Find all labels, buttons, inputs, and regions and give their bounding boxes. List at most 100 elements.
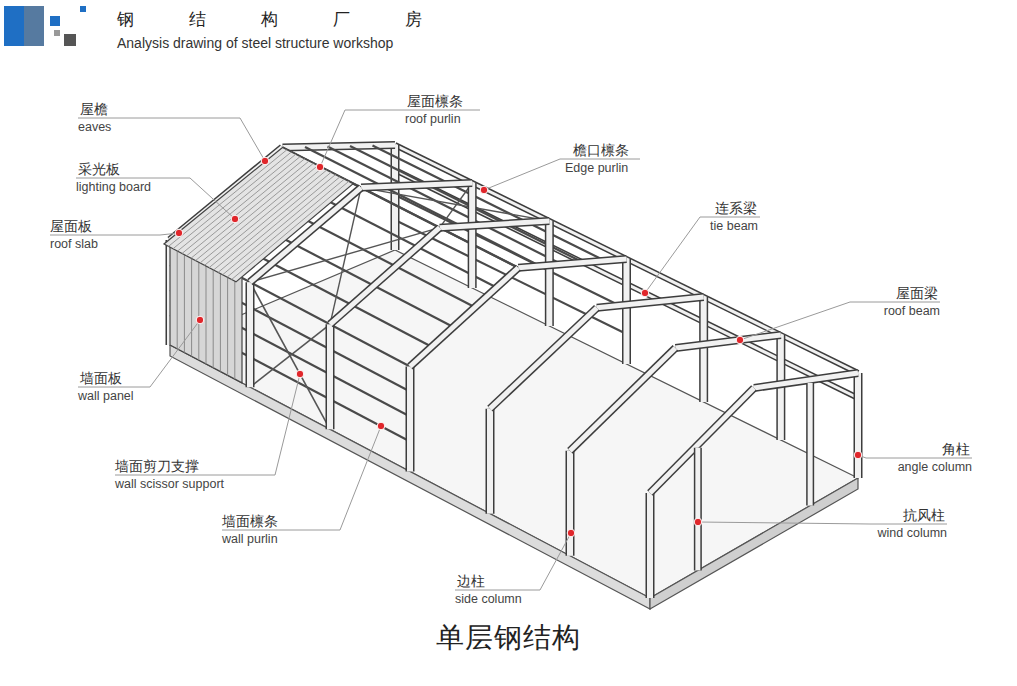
slab-rib bbox=[214, 172, 332, 270]
column bbox=[469, 183, 475, 288]
column bbox=[407, 367, 413, 472]
part-name-en: Edge purlin bbox=[565, 161, 628, 175]
panel-rib bbox=[206, 259, 207, 364]
roof-beam bbox=[650, 388, 754, 493]
part-name-cn: 墙面檩条 bbox=[222, 513, 278, 529]
slab-rib bbox=[205, 168, 323, 266]
column bbox=[406, 367, 415, 472]
slab-rib bbox=[227, 179, 344, 277]
part-name-en: side column bbox=[455, 592, 522, 606]
floor-edge bbox=[650, 478, 858, 609]
part-name-en: angle column bbox=[898, 460, 972, 474]
column bbox=[622, 259, 631, 364]
callout-dot bbox=[296, 370, 304, 378]
panel-rib bbox=[227, 270, 228, 375]
column bbox=[854, 373, 863, 478]
column bbox=[327, 324, 333, 429]
roof-bracing bbox=[361, 188, 549, 221]
column bbox=[545, 221, 554, 326]
slab-rib bbox=[169, 150, 287, 247]
slab-rib bbox=[173, 152, 291, 249]
leader-line bbox=[76, 178, 235, 219]
callout-dot bbox=[175, 229, 183, 237]
callout-dot bbox=[316, 163, 324, 171]
logo-square bbox=[24, 6, 44, 46]
logo-square bbox=[54, 30, 60, 36]
leader-line bbox=[645, 217, 760, 293]
callout-dot bbox=[641, 289, 649, 297]
callout-dot bbox=[480, 186, 488, 194]
panel-rib bbox=[184, 248, 185, 353]
callout-dot bbox=[377, 422, 385, 430]
callout-dot bbox=[854, 451, 862, 459]
callout-dot bbox=[261, 157, 269, 165]
panel-rib bbox=[198, 255, 199, 360]
callout-dot bbox=[231, 215, 239, 223]
leader-line bbox=[222, 426, 381, 530]
part-name-cn: 连系梁 bbox=[715, 200, 757, 216]
part-name-cn: 抗风柱 bbox=[903, 507, 945, 523]
roof-beam bbox=[410, 268, 518, 367]
slab-rib bbox=[232, 181, 349, 279]
part-name-en: lighting board bbox=[76, 180, 151, 194]
leader-line bbox=[78, 320, 200, 387]
logo-mark bbox=[0, 0, 110, 60]
callout-dot bbox=[567, 529, 575, 537]
part-name-en: roof beam bbox=[884, 304, 940, 318]
subtitle: Analysis drawing of steel structure work… bbox=[117, 35, 393, 51]
slab-rib bbox=[178, 154, 296, 251]
roof-beam bbox=[440, 221, 550, 228]
wind-column bbox=[806, 383, 814, 506]
leader-line bbox=[115, 374, 300, 475]
callout-dot bbox=[736, 336, 744, 344]
callout-dot bbox=[694, 518, 702, 526]
panel-rib bbox=[177, 244, 178, 349]
slab-rib bbox=[187, 159, 305, 256]
wind-column bbox=[808, 383, 813, 506]
column bbox=[468, 183, 477, 288]
roof-beam bbox=[597, 297, 704, 308]
panel-rib bbox=[220, 267, 221, 372]
roof-beam bbox=[597, 297, 704, 308]
logo-square bbox=[80, 6, 86, 12]
part-name-cn: 墙面剪刀支撑 bbox=[115, 458, 199, 474]
roof-beam bbox=[518, 259, 626, 268]
column bbox=[624, 259, 630, 364]
slab-rib bbox=[209, 170, 327, 268]
roof-beam bbox=[518, 259, 626, 268]
logo-square bbox=[64, 34, 76, 46]
roof-beam bbox=[675, 335, 780, 348]
leader-line bbox=[740, 302, 940, 340]
edge-purlin bbox=[395, 145, 858, 373]
logo-square bbox=[4, 6, 44, 46]
logo-square bbox=[50, 16, 60, 26]
roof-beam bbox=[675, 335, 780, 348]
roof-beam bbox=[754, 373, 858, 388]
column bbox=[247, 282, 253, 387]
part-name-cn: 屋面梁 bbox=[896, 285, 938, 301]
part-name-cn: 墙面板 bbox=[80, 370, 122, 386]
leader-line bbox=[78, 118, 265, 161]
floor-edge bbox=[170, 345, 650, 609]
part-name-cn: 屋檐 bbox=[80, 101, 108, 117]
roof-beam bbox=[570, 348, 675, 451]
column bbox=[567, 451, 573, 556]
callout-dot bbox=[196, 316, 204, 324]
column bbox=[246, 282, 255, 387]
slab-rib bbox=[200, 166, 318, 263]
leader-line bbox=[455, 533, 571, 590]
roof-beam bbox=[490, 308, 597, 409]
roof-beam bbox=[330, 228, 440, 325]
column bbox=[855, 373, 861, 478]
part-name-cn: 屋面板 bbox=[50, 218, 92, 234]
slab-rib bbox=[182, 157, 300, 254]
panel-rib bbox=[213, 263, 214, 368]
part-name-en: wind column bbox=[878, 526, 947, 540]
roof-beam bbox=[250, 188, 361, 283]
roof-beam bbox=[361, 183, 472, 188]
page-title: 钢结构厂房 bbox=[117, 10, 477, 30]
column bbox=[486, 409, 495, 514]
panel-rib bbox=[191, 251, 192, 356]
part-name-cn: 屋面檩条 bbox=[407, 93, 463, 109]
